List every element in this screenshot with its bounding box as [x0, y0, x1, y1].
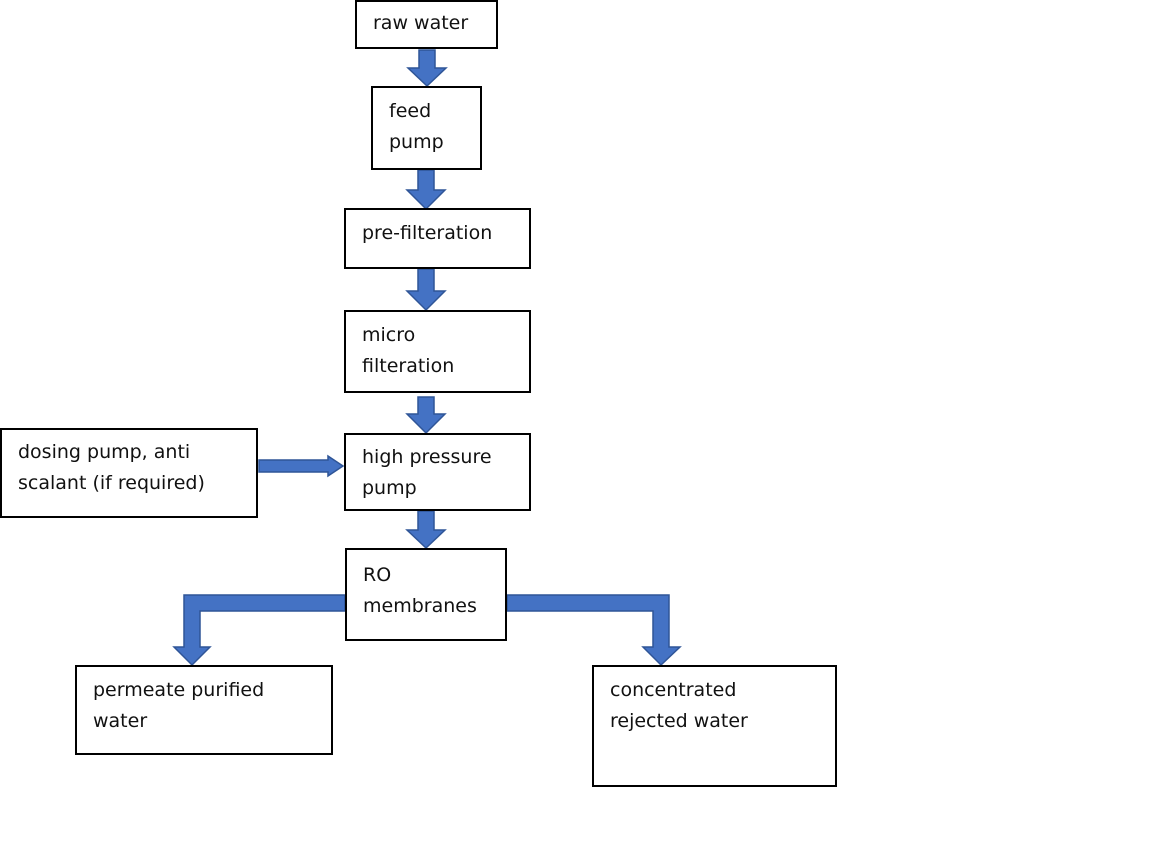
arrow-ro-to-permeate [172, 594, 346, 667]
node-concentrate: concentrated rejected water [592, 665, 837, 787]
node-high-pressure-pump-label: high pressure pump [362, 446, 492, 499]
node-micro-filtration: micro filteration [344, 310, 531, 393]
node-dosing-pump-label: dosing pump, anti scalant (if required) [18, 441, 205, 494]
node-dosing-pump: dosing pump, anti scalant (if required) [0, 428, 258, 518]
arrow-raw-to-feed [406, 49, 448, 88]
node-permeate-label: permeate purified water [93, 679, 265, 732]
node-concentrate-label: concentrated rejected water [610, 679, 748, 732]
node-ro-membranes-label: RO membranes [363, 564, 477, 617]
arrow-prefilter-to-micro [405, 268, 447, 312]
node-permeate: permeate purified water [75, 665, 333, 755]
node-feed-pump: feed pump [371, 86, 482, 170]
arrow-ro-to-concentrate [506, 594, 682, 667]
node-ro-membranes: RO membranes [345, 548, 507, 641]
arrow-dosing-to-hpp [258, 454, 345, 478]
node-high-pressure-pump: high pressure pump [344, 433, 531, 511]
arrow-feed-to-prefilter [405, 169, 447, 211]
node-pre-filtration-label: pre-filteration [362, 222, 493, 244]
node-pre-filtration: pre-filteration [344, 208, 531, 269]
node-feed-pump-label: feed pump [389, 100, 444, 153]
node-raw-water: raw water [355, 0, 498, 49]
node-micro-filtration-label: micro filteration [362, 324, 455, 377]
arrow-hpp-to-ro [405, 510, 447, 550]
node-raw-water-label: raw water [373, 12, 469, 34]
arrow-micro-to-hpp [405, 396, 447, 435]
